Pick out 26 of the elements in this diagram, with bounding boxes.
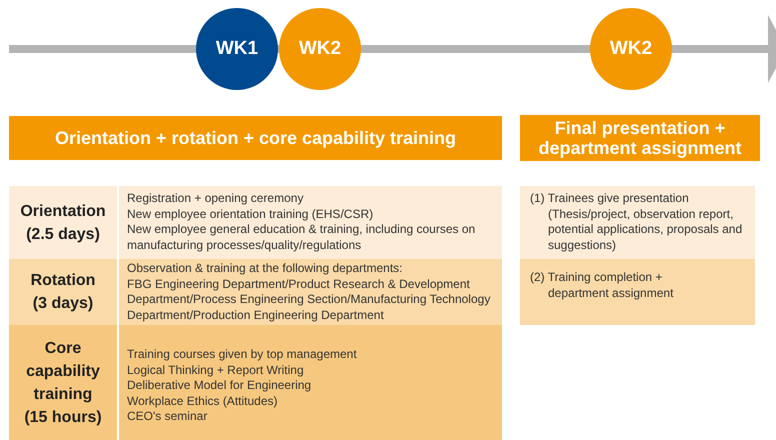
week-label: WK2 [298,38,342,60]
banner-title: Orientation + rotation + core capability training [54,128,456,148]
schedule-cell [520,259,755,325]
activity-text: (Thesis/project, observation report, potential applications, proposals and suggestions) [547,206,744,253]
banner-title: Final presentation + department assignment [537,118,743,158]
activity-text: Workplace Ethics (Attitudes) [127,394,278,409]
activity-text: FBG Engineering Department/Product Research & Development Department/Process Engineering Section/Manufacturing Technology Department/Production Engineering Department [127,276,492,323]
phase-title: Core capability training (15 hours) [9,325,119,440]
activity-text: CEO's seminar [127,409,208,424]
week-label: WK2 [610,38,652,60]
activity-text: Logical Thinking + Report Writing [127,362,305,378]
activity-text: Training courses given by top management [127,347,358,362]
activity-text: New employee general education & training, including courses on manufacturing processes/quality/regulations [127,222,476,253]
activity-text: (2) Training completion + department assignment [530,270,674,301]
schedule-cell [520,186,755,259]
schedule-row [9,259,502,325]
phase-banner [9,116,502,160]
activity-text: New employee orientation training (EHS/CSR) [127,206,374,222]
schedule-row [9,186,502,259]
phase-banner [520,115,760,161]
activity-text: Deliberative Model for Engineering [127,378,312,394]
week-label: WK1 [216,38,258,60]
activity-text: Registration + opening ceremony [127,191,304,206]
schedule-row [9,325,502,440]
activity-text: Observation & training at the following departments: [127,261,404,276]
activity-text: (1) Trainees give presentation [530,191,690,206]
